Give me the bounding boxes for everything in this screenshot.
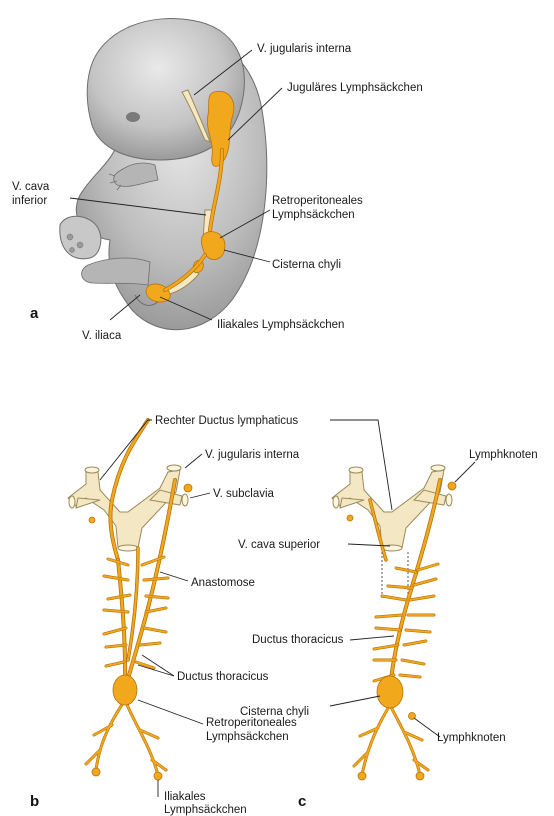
panel-letter-c: c: [298, 793, 306, 810]
label-c-lymphknoten-top: Lymphknoten: [469, 449, 538, 461]
panel-letter-a: a: [30, 305, 39, 322]
panel-b-drawing: [68, 420, 192, 780]
panel-a: V. jugularis interna Juguläres Lymphsäck…: [12, 19, 423, 342]
label-b-retroperitoneales-line2: Lymphsäckchen: [206, 731, 289, 743]
label-b-iliakales-line2: Lymphsäckchen: [164, 804, 247, 816]
panel-letter-b: b: [30, 793, 39, 810]
label-a-retroperitoneales-line2: Lymphsäckchen: [272, 209, 355, 221]
embryo-illustration: [60, 19, 267, 330]
label-a-v-jugularis-interna: V. jugularis interna: [257, 43, 352, 55]
label-a-iliakales-lymphsaeckchen: Iliakales Lymphsäckchen: [217, 319, 344, 331]
label-a-jugulaeres-lymphsaeckchen: Juguläres Lymphsäckchen: [287, 82, 423, 94]
label-a-cisterna-chyli: Cisterna chyli: [272, 259, 341, 271]
label-b-ductus-thoracicus: Ductus thoracicus: [177, 671, 269, 683]
label-a-v-cava-inferior-line1: V. cava: [12, 181, 50, 193]
label-a-v-iliaca: V. iliaca: [82, 330, 122, 342]
label-c-cisterna-chyli: Cisterna chyli: [240, 706, 309, 718]
panel-b: Rechter Ductus lymphaticus V. jugularis …: [30, 415, 300, 816]
label-c-ductus-thoracicus: Ductus thoracicus: [252, 634, 344, 646]
label-b-retroperitoneales-line1: Retroperitoneales: [206, 717, 297, 729]
label-b-anastomose: Anastomose: [191, 577, 255, 589]
label-b-v-subclavia: V. subclavia: [213, 488, 275, 500]
label-a-v-cava-inferior-line2: inferior: [12, 195, 47, 207]
label-c-lymphknoten-bottom: Lymphknoten: [437, 732, 506, 744]
panel-c: Lymphknoten V. cava superior Ductus thor…: [238, 420, 538, 810]
label-c-v-cava-superior: V. cava superior: [238, 539, 320, 551]
label-a-retroperitoneales-line1: Retroperitoneales: [272, 195, 363, 207]
label-b-v-jugularis-interna: V. jugularis interna: [205, 449, 300, 461]
label-b-rechter-ductus-lymphaticus: Rechter Ductus lymphaticus: [155, 415, 298, 427]
label-b-iliakales-line1: Iliakales: [164, 791, 206, 803]
